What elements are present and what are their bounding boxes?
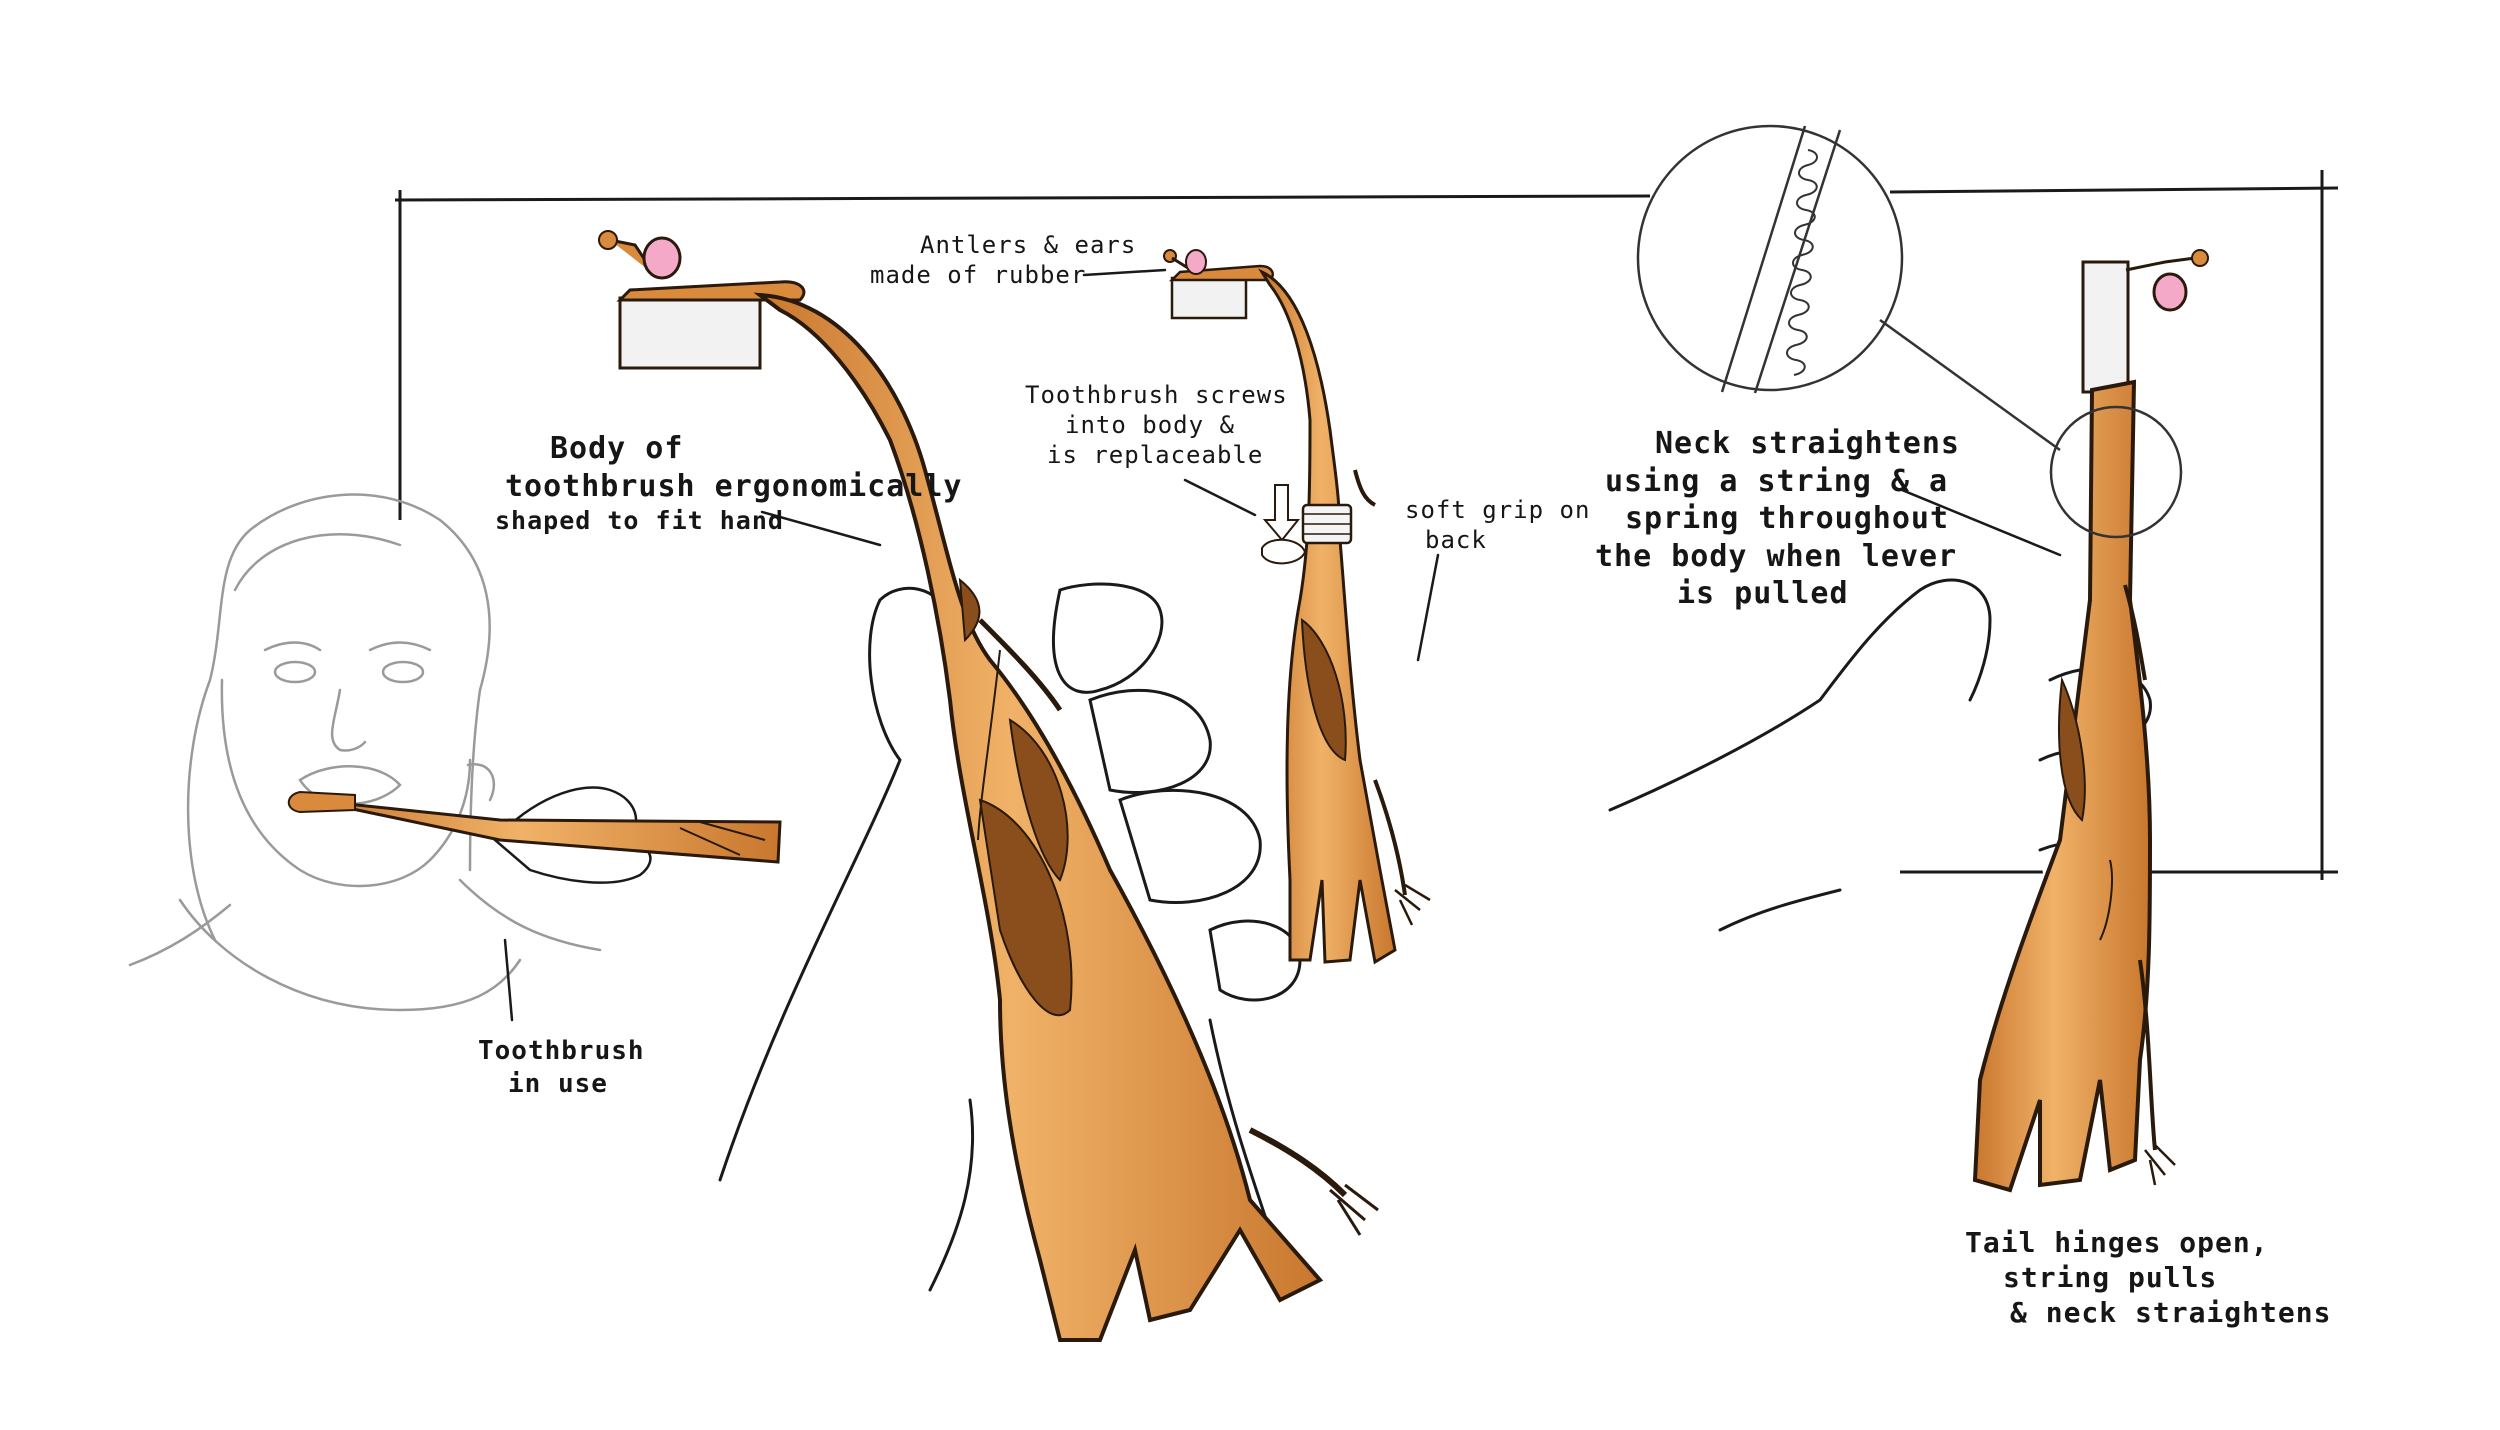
annotation-line: in use bbox=[508, 1068, 608, 1099]
spring-detail-magnifier bbox=[1636, 124, 2183, 539]
annotation-line: toothbrush ergonomically bbox=[505, 468, 963, 504]
annotation-line: Toothbrush screws bbox=[1025, 381, 1288, 409]
annotation-line: is replaceable bbox=[1047, 441, 1264, 469]
annotation-screws: Toothbrush screws into body & is replace… bbox=[1025, 380, 1288, 470]
annotation-line: Antlers & ears bbox=[920, 231, 1137, 259]
annotation-line: using a string & a bbox=[1605, 463, 1949, 499]
annotation-line: shaped to fit hand bbox=[495, 506, 784, 535]
child-brushing-sketch bbox=[128, 493, 602, 1012]
annotation-line: made of rubber bbox=[870, 261, 1087, 289]
small-giraffe-toothbrush bbox=[1163, 249, 1431, 965]
annotation-line: Neck straightens bbox=[1655, 426, 1960, 461]
annotation-in-use: Toothbrush in use bbox=[478, 1035, 645, 1100]
annotation-body-toothbrush: Body of toothbrush ergonomically shaped … bbox=[495, 430, 963, 536]
annotation-tail-hinges: Tail hinges open, string pulls & neck st… bbox=[1965, 1225, 2331, 1330]
annotation-line: back bbox=[1425, 526, 1487, 554]
annotation-line: Toothbrush bbox=[478, 1036, 645, 1066]
annotation-antlers-ears: Antlers & ears made of rubber bbox=[870, 230, 1136, 290]
toothbrush-in-use-small bbox=[287, 790, 782, 864]
annotation-line: the body when lever bbox=[1595, 538, 1958, 574]
annotation-neck-straightens: Neck straightens using a string & a spri… bbox=[1595, 425, 1960, 613]
large-giraffe-toothbrush bbox=[598, 230, 1379, 1342]
annotation-line: string pulls bbox=[2003, 1261, 2218, 1294]
annotation-line: spring throughout bbox=[1625, 501, 1950, 536]
callout-leaders bbox=[503, 268, 2062, 1022]
annotation-soft-grip: soft grip on back bbox=[1405, 495, 1590, 555]
right-giraffe-toothbrush bbox=[1972, 249, 2209, 1193]
annotation-line: is pulled bbox=[1677, 576, 1849, 611]
annotation-line: Body of bbox=[550, 431, 684, 466]
annotation-line: Tail hinges open, bbox=[1965, 1226, 2269, 1259]
annotation-line: into body & bbox=[1065, 411, 1235, 439]
annotation-line: & neck straightens bbox=[2010, 1296, 2332, 1329]
annotation-line: soft grip on bbox=[1405, 496, 1591, 524]
